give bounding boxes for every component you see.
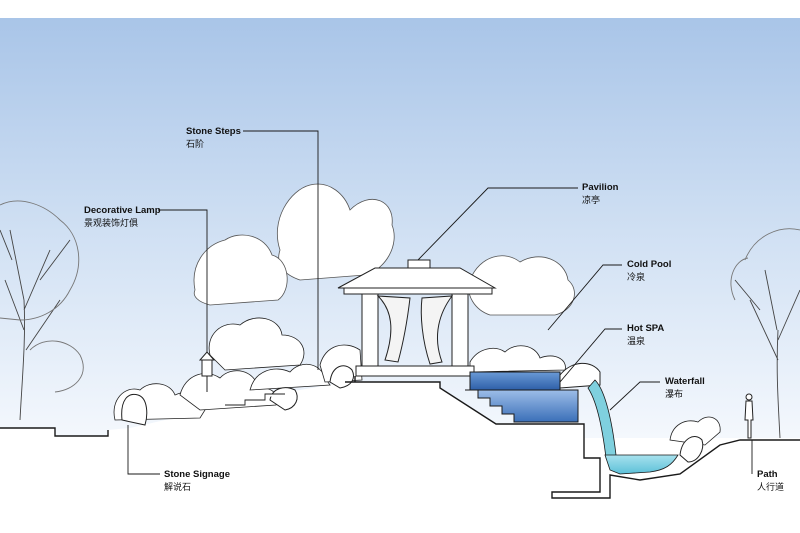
right-tree — [730, 228, 800, 439]
pond-water — [604, 454, 679, 475]
leader-waterfall — [609, 381, 660, 411]
left-tree — [0, 200, 84, 421]
label-pavilion: Pavilion 凉亭 — [582, 182, 619, 205]
label-path: Path 人行道 — [757, 469, 785, 492]
leader-stone-signage — [127, 425, 160, 475]
label-stone-steps: Stone Steps 石阶 — [186, 126, 241, 149]
ground-section — [0, 382, 800, 533]
leader-pavilion — [417, 187, 578, 261]
label-hot-spa: Hot SPA 温泉 — [627, 323, 665, 346]
label-waterfall: Waterfall 瀑布 — [665, 376, 705, 399]
person-figure — [744, 393, 754, 439]
stone-steps-drawing — [225, 393, 285, 406]
section-lines — [0, 376, 800, 499]
leader-stone-steps — [243, 130, 319, 370]
cold-pool-water — [469, 371, 561, 391]
pavilion-drawing — [337, 259, 497, 377]
lamp-drawing — [198, 351, 216, 392]
leader-cold-pool — [547, 264, 622, 331]
leader-lines — [127, 130, 753, 475]
label-decorative-lamp: Decorative Lamp 景观装饰灯俱 — [84, 205, 161, 228]
leader-hot-spa — [559, 328, 622, 383]
label-cold-pool: Cold Pool 冷泉 — [627, 259, 672, 282]
leader-decorative-lamp — [158, 209, 208, 352]
hot-spa-water — [477, 389, 579, 423]
stones — [121, 362, 704, 463]
background-trees — [193, 183, 575, 316]
label-stone-signage: Stone Signage 解说石 — [164, 469, 230, 492]
